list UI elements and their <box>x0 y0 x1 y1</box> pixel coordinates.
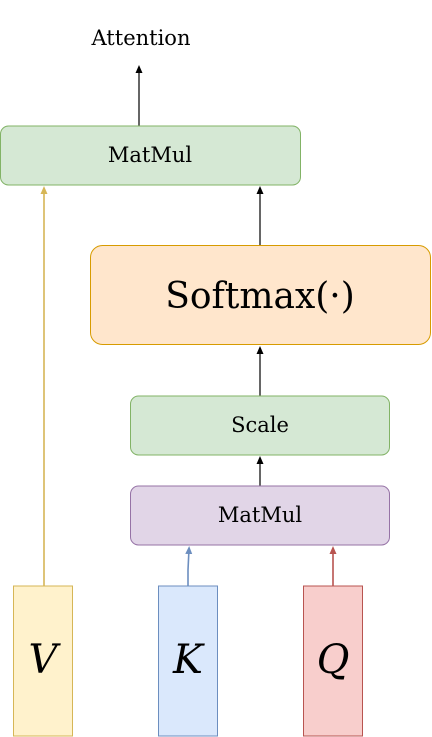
q-input-box <box>303 585 363 737</box>
matmul-top-box <box>0 125 301 186</box>
v-input-node: V <box>13 585 73 737</box>
scale-node: Scale <box>130 395 390 456</box>
k-input-label: K <box>172 637 205 683</box>
k-input-box <box>158 585 218 737</box>
matmul-bottom-label: MatMul <box>218 503 302 527</box>
q-input-label: Q <box>317 637 350 683</box>
v-input-label: V <box>29 637 62 683</box>
matmul-top-label: MatMul <box>108 143 192 167</box>
v-input-box <box>13 585 73 737</box>
softmax-box <box>90 245 431 345</box>
matmul-bottom-node: MatMul <box>130 485 390 546</box>
scale-label: Scale <box>231 413 289 437</box>
matmul-top-node: MatMul <box>0 125 301 186</box>
q-input-node: Q <box>303 585 363 737</box>
matmul-bottom-box <box>130 485 390 546</box>
softmax-node: Softmax(·) <box>90 245 431 345</box>
k-input-node: K <box>158 585 218 737</box>
softmax-label: Softmax(·) <box>165 276 355 317</box>
arrow-k-to-matmul <box>185 546 193 586</box>
scale-box <box>130 395 390 456</box>
attention-output-label: Attention <box>91 26 191 50</box>
